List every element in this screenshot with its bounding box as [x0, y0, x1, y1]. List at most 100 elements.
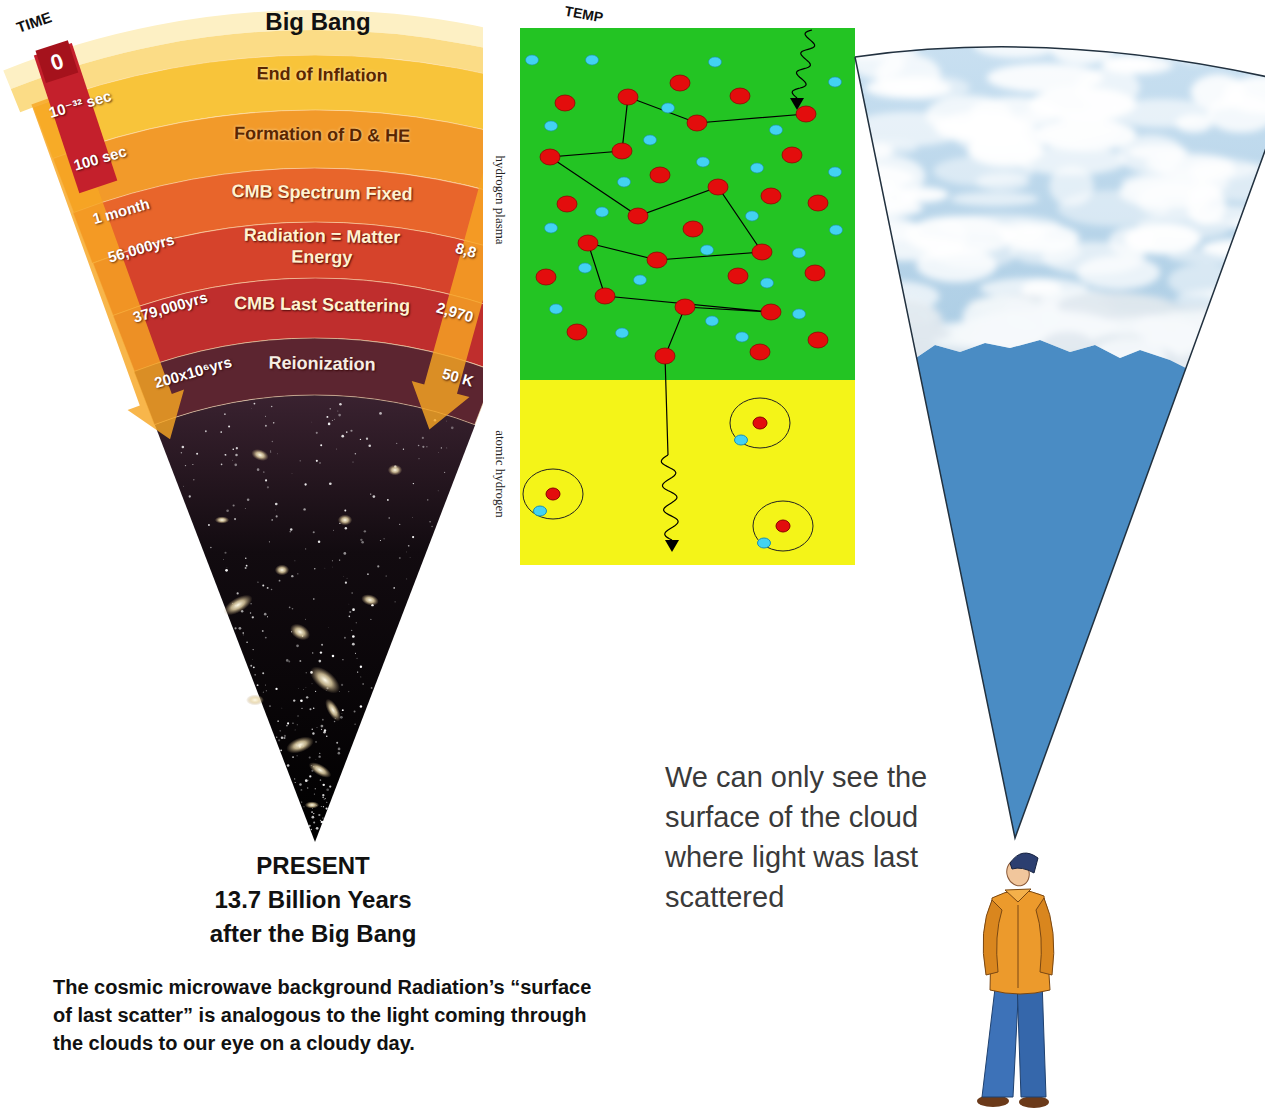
star	[354, 710, 356, 712]
proton	[761, 304, 781, 320]
plasma-ground	[520, 28, 855, 380]
cloud	[1240, 267, 1265, 283]
cloud	[905, 216, 1015, 255]
proton	[808, 195, 828, 211]
star	[332, 655, 335, 658]
star	[319, 753, 320, 754]
proton	[782, 147, 802, 163]
star	[368, 444, 371, 447]
photon-head	[665, 540, 679, 552]
star	[313, 821, 315, 823]
electron	[644, 135, 657, 145]
star	[344, 637, 346, 639]
star	[352, 608, 355, 611]
star	[304, 483, 306, 485]
star	[332, 566, 334, 568]
star	[367, 573, 369, 575]
electron	[706, 316, 719, 326]
star	[321, 644, 323, 646]
plasma-panel	[520, 28, 855, 565]
proton	[555, 95, 575, 111]
star	[292, 608, 294, 610]
star	[311, 829, 312, 830]
star	[349, 611, 351, 613]
galaxy	[284, 733, 316, 756]
star	[315, 788, 316, 789]
proton	[557, 196, 577, 212]
star	[253, 649, 254, 650]
star	[315, 741, 316, 742]
galaxy	[275, 565, 289, 576]
star	[360, 705, 362, 707]
star	[245, 567, 247, 569]
star	[315, 758, 317, 760]
star	[270, 451, 272, 453]
cloud	[1209, 332, 1265, 372]
star	[364, 530, 366, 532]
star	[346, 431, 348, 433]
star	[257, 468, 260, 471]
star	[189, 495, 191, 497]
star	[325, 798, 326, 799]
star	[319, 660, 322, 663]
electron	[545, 121, 558, 131]
proton	[628, 208, 648, 224]
star	[312, 816, 315, 819]
star	[309, 775, 311, 777]
star	[251, 603, 252, 604]
star	[273, 422, 275, 424]
star	[291, 575, 293, 577]
universe-fan	[3, 10, 483, 842]
star	[276, 515, 278, 517]
stars	[181, 403, 454, 831]
electron	[618, 177, 631, 187]
hydrogen-atom	[753, 501, 813, 551]
galaxy	[388, 465, 402, 476]
star	[246, 565, 248, 567]
star	[342, 659, 343, 660]
star	[286, 659, 289, 662]
proton	[805, 265, 825, 281]
electron	[751, 163, 764, 173]
observer-figure	[977, 853, 1054, 1108]
star	[297, 687, 299, 689]
star	[275, 509, 277, 511]
star	[379, 412, 382, 415]
proton	[687, 115, 707, 131]
galaxy	[322, 696, 344, 723]
star	[352, 635, 355, 638]
star	[318, 540, 320, 542]
star	[405, 551, 407, 553]
electron	[545, 223, 558, 233]
star	[296, 644, 299, 647]
star	[319, 462, 321, 464]
star	[321, 821, 324, 824]
star	[267, 486, 269, 488]
star	[181, 452, 182, 453]
star	[252, 659, 254, 661]
temperature-label: 50 K	[440, 364, 475, 389]
band-label: End of Inflation	[256, 63, 387, 86]
star	[438, 451, 440, 453]
cone-outline	[855, 47, 1265, 838]
star	[205, 430, 207, 432]
star	[336, 742, 338, 744]
star	[406, 578, 408, 580]
star	[288, 661, 290, 663]
star	[275, 688, 277, 690]
band-label: CMB Last Scattering	[234, 293, 410, 317]
star	[408, 545, 410, 547]
star	[348, 691, 349, 692]
star	[373, 495, 376, 498]
star	[339, 403, 341, 405]
star	[265, 684, 266, 685]
star	[295, 782, 296, 783]
orbit	[523, 469, 583, 519]
star	[304, 618, 306, 620]
star	[351, 630, 352, 631]
star	[312, 652, 313, 653]
electron	[579, 263, 592, 273]
star	[336, 448, 337, 449]
star	[224, 413, 226, 415]
